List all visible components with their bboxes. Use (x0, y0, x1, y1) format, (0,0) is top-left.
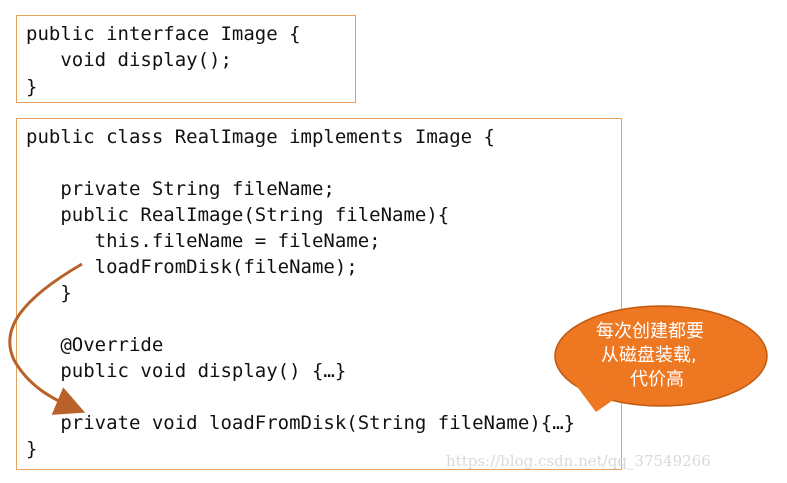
callout-line: 代价高 (630, 369, 684, 390)
code-line: loadFromDisk(fileName); (26, 256, 358, 278)
code-line: } (26, 76, 38, 98)
callout-line: 每次创建都要 (596, 321, 704, 342)
code-line: } (26, 438, 38, 460)
code-line: @Override (26, 334, 164, 356)
interface-code-box: public interface Image { void display();… (16, 15, 356, 103)
code-line: private String fileName; (26, 178, 335, 200)
code-line: public interface Image { (26, 23, 301, 45)
callout-line: 从磁盘装载, (601, 345, 697, 366)
code-line: public RealImage(String fileName){ (26, 204, 450, 226)
code-line: public class RealImage implements Image … (26, 126, 495, 148)
code-line: void display(); (26, 49, 232, 71)
class-code-box: public class RealImage implements Image … (16, 118, 622, 470)
code-line: private void loadFromDisk(String fileNam… (26, 412, 576, 434)
code-line: } (26, 282, 72, 304)
code-line: public void display() {…} (26, 360, 347, 382)
watermark-text: https://blog.csdn.net/qq_37549266 (446, 452, 711, 470)
code-line: this.fileName = fileName; (26, 230, 381, 252)
